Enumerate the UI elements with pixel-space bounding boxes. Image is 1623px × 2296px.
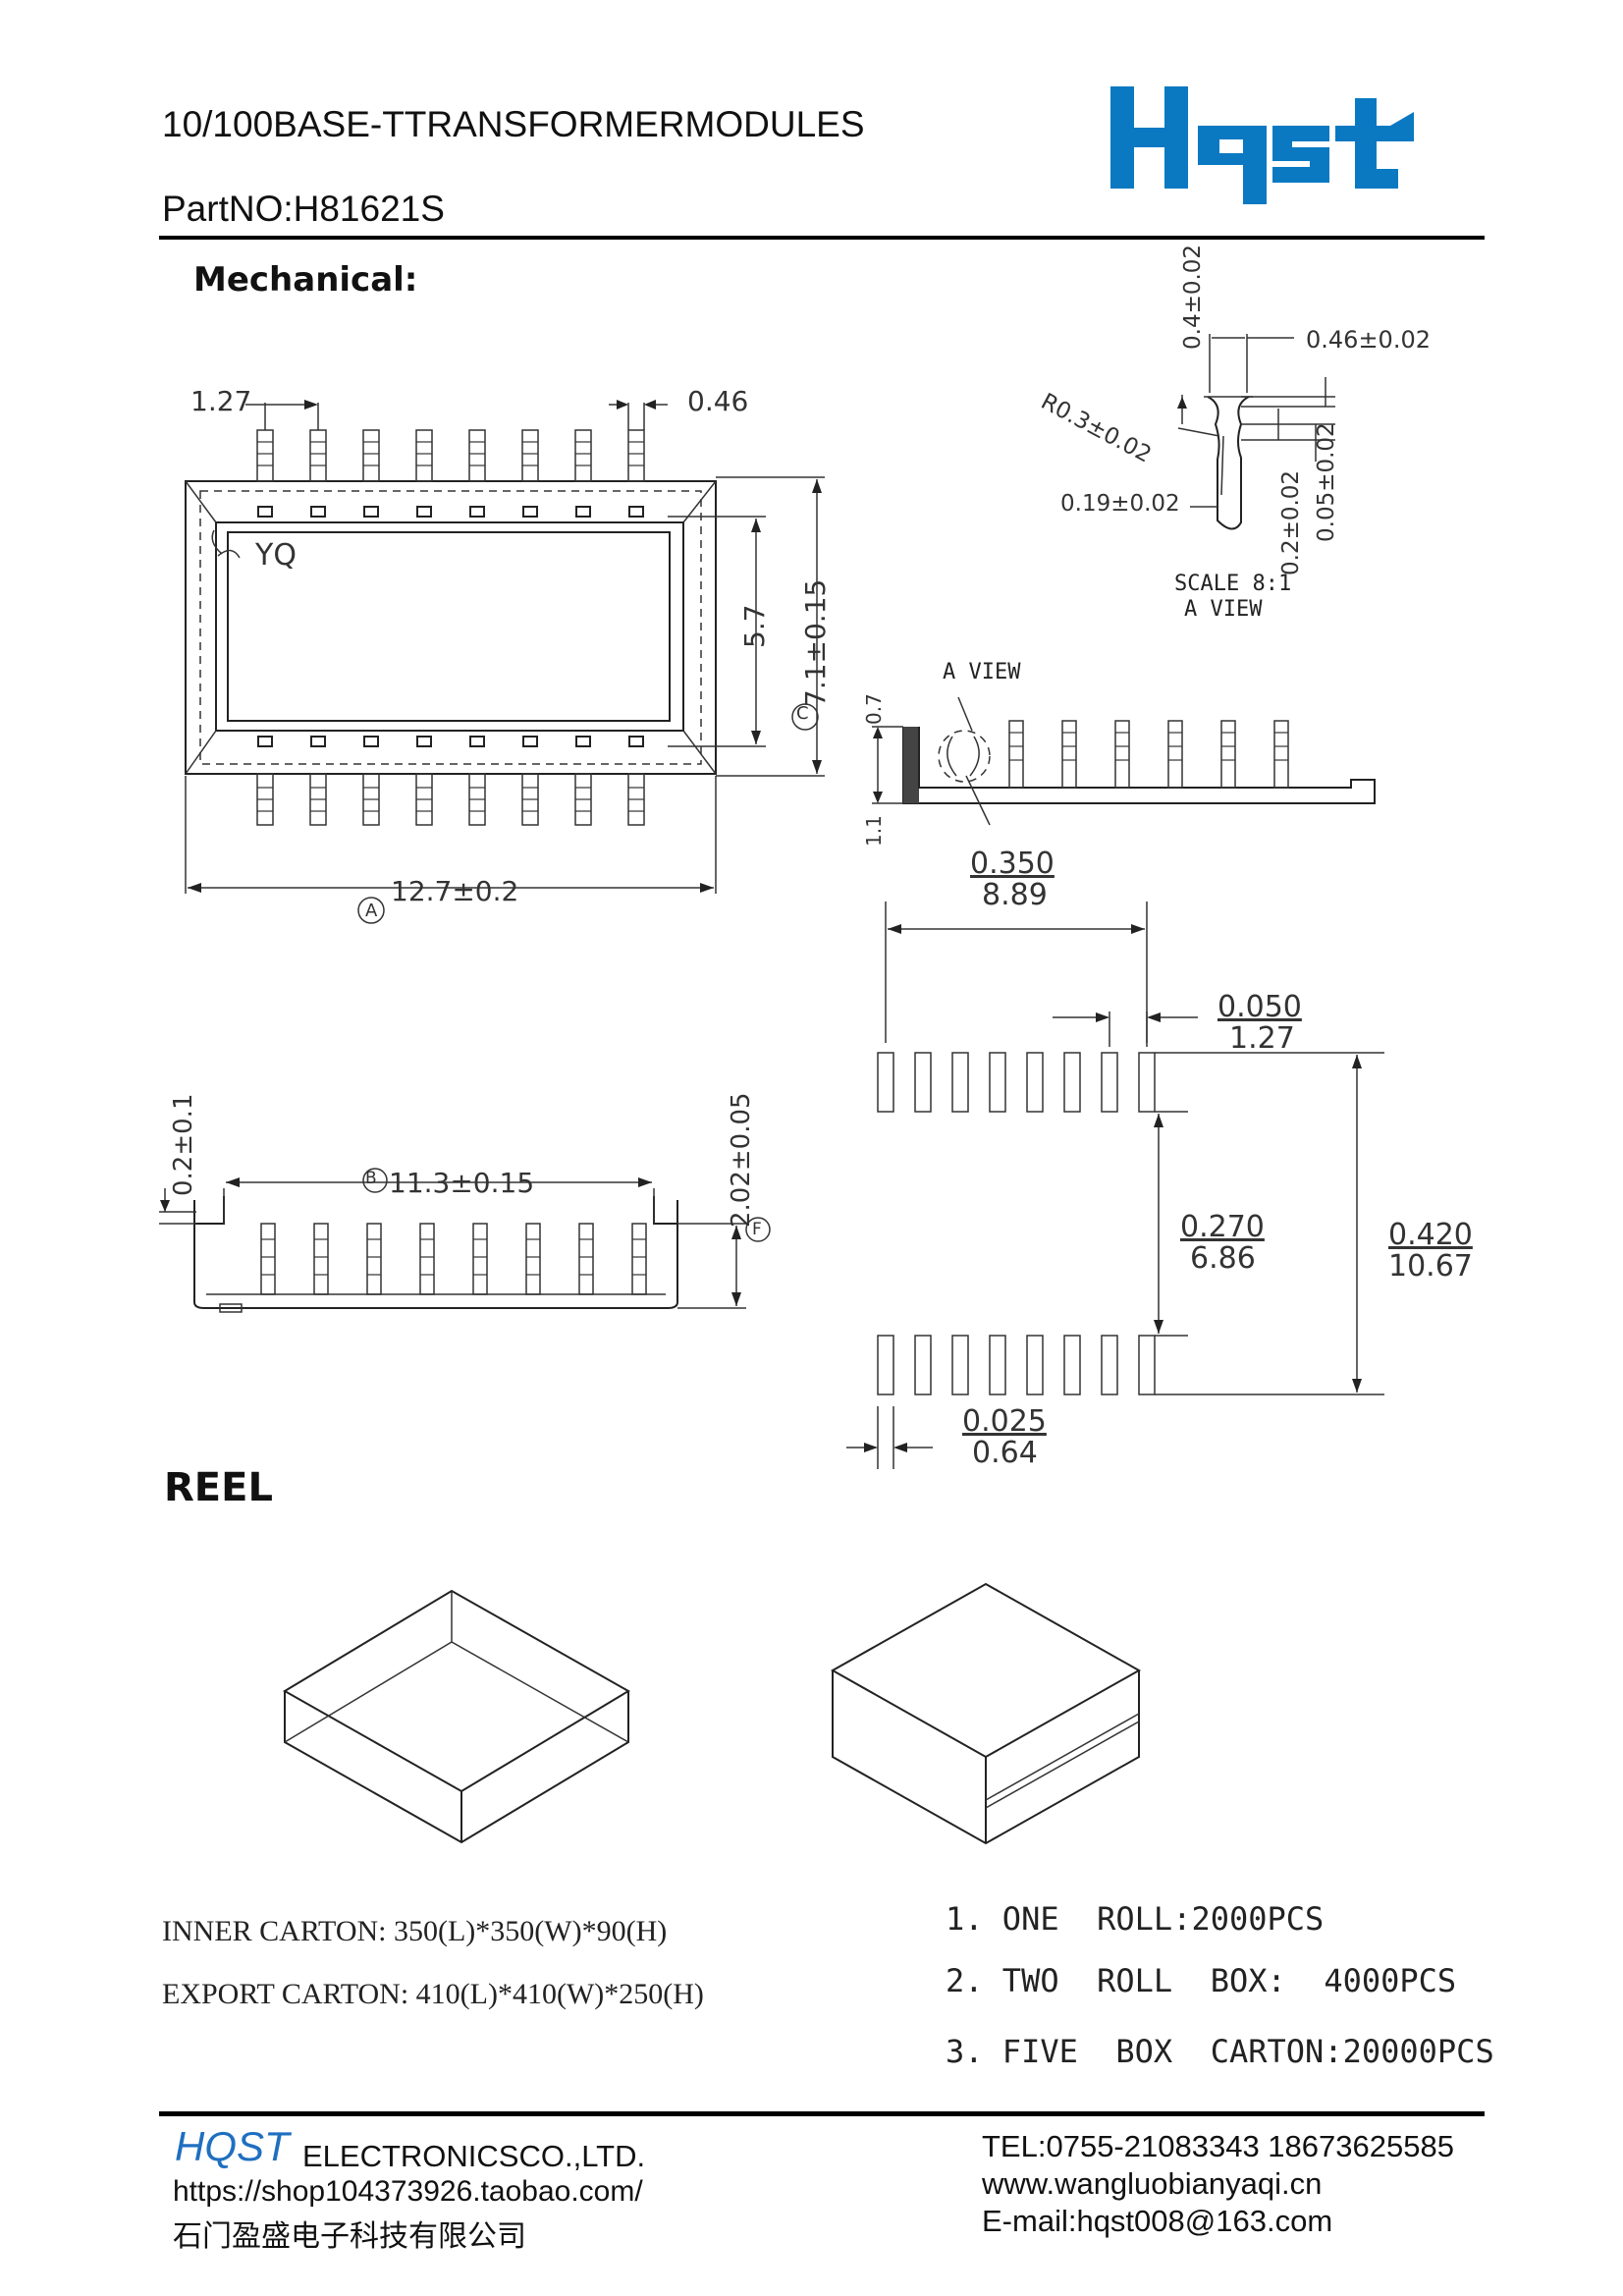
end-view-a-view-label: A VIEW xyxy=(943,660,1021,684)
footer-rule xyxy=(159,2111,1485,2116)
a-view-scale: SCALE 8:1 xyxy=(1174,572,1292,596)
datum-f-label: F xyxy=(752,1220,762,1239)
top-view-drawing xyxy=(177,383,844,933)
footer-company: ELECTRONICSCO.,LTD. xyxy=(302,2139,646,2173)
lead-width-dim-label: 0.46 xyxy=(687,385,749,417)
end-view-dim-top: 0.7 xyxy=(862,693,886,725)
packing-item-3: 3. FIVE BOX CARTON:20000PCS xyxy=(946,2033,1494,2070)
packing-item-1: 1. ONE ROLL:2000PCS xyxy=(946,1900,1325,1938)
inner-height-dim-label: 5.7 xyxy=(738,604,771,648)
a-view-dim2: 0.46±0.02 xyxy=(1306,326,1431,354)
hqst-logo xyxy=(1108,79,1422,206)
end-view-dim-bottom: 1.1 xyxy=(862,815,886,847)
end-view-drawing xyxy=(864,678,1394,854)
footprint-span-inch: 0.350 xyxy=(970,847,1055,881)
inner-carton-spec: INNER CARTON: 350(L)*350(W)*90(H) xyxy=(162,1915,668,1947)
footprint-pitch-mm: 1.27 xyxy=(1229,1021,1295,1056)
footer-brand: HQST xyxy=(175,2123,290,2169)
footprint-pad-mm: 0.64 xyxy=(972,1436,1038,1470)
width-dim-label: 12.7±0.2 xyxy=(391,875,519,907)
footer-tel: TEL:0755-21083343 18673625585 xyxy=(982,2129,1454,2163)
roll-box-drawing xyxy=(825,1576,1159,1851)
a-view-radius: R0.3±0.02 xyxy=(1036,389,1156,468)
a-view-dim1: 0.4±0.02 xyxy=(1180,244,1206,350)
footer-website[interactable]: www.wangluobianyaqi.cn xyxy=(982,2166,1323,2201)
pitch-dim-label: 1.27 xyxy=(190,385,252,417)
header-rule xyxy=(159,236,1485,240)
outer-height-dim-label: 7.1±0.15 xyxy=(799,578,832,707)
a-view-title: A VIEW xyxy=(1184,597,1263,622)
datum-c-label: C xyxy=(796,703,809,724)
footprint-total-inch: 0.420 xyxy=(1388,1218,1473,1252)
side-view-drawing xyxy=(157,1129,785,1326)
footprint-pitch-inch: 0.050 xyxy=(1217,990,1302,1024)
height-dim-label: 2.02±0.05 xyxy=(727,1092,756,1228)
part-number: PartNO:H81621S xyxy=(162,189,445,229)
footprint-span-mm: 8.89 xyxy=(982,878,1048,912)
datum-a-label: A xyxy=(365,901,378,921)
footprint-total-mm: 10.67 xyxy=(1388,1249,1473,1284)
standoff-dim-label: 0.2±0.1 xyxy=(169,1093,198,1196)
footer-chinese-name: 石门盈盛电子科技有限公司 xyxy=(173,2220,526,2253)
datum-b-label: B xyxy=(365,1169,377,1188)
a-view-dim5: 0.05±0.02 xyxy=(1314,422,1339,542)
length-dim-label: 11.3±0.15 xyxy=(389,1167,535,1199)
a-view-dim4: 0.2±0.02 xyxy=(1278,469,1304,575)
marking-text: YQ xyxy=(255,538,297,573)
footer-email[interactable]: E-mail:hqst008@163.com xyxy=(982,2204,1333,2238)
inner-carton-drawing xyxy=(275,1581,648,1846)
footprint-gap-mm: 6.86 xyxy=(1190,1241,1256,1276)
pcb-footprint-drawing xyxy=(835,884,1443,1473)
reel-heading: REEL xyxy=(164,1465,273,1510)
a-view-detail-drawing xyxy=(1139,314,1355,570)
footprint-pad-inch: 0.025 xyxy=(962,1404,1047,1439)
footprint-gap-inch: 0.270 xyxy=(1180,1210,1265,1244)
a-view-dim3: 0.19±0.02 xyxy=(1060,491,1180,517)
export-carton-spec: EXPORT CARTON: 410(L)*410(W)*250(H) xyxy=(162,1978,704,2010)
packing-item-2: 2. TWO ROLL BOX: 4000PCS xyxy=(946,1962,1457,1999)
footer-shop-link[interactable]: https://shop104373926.taobao.com/ xyxy=(173,2175,643,2208)
document-title: 10/100BASE-TTRANSFORMERMODULES xyxy=(162,104,865,144)
mechanical-heading: Mechanical: xyxy=(193,260,418,300)
